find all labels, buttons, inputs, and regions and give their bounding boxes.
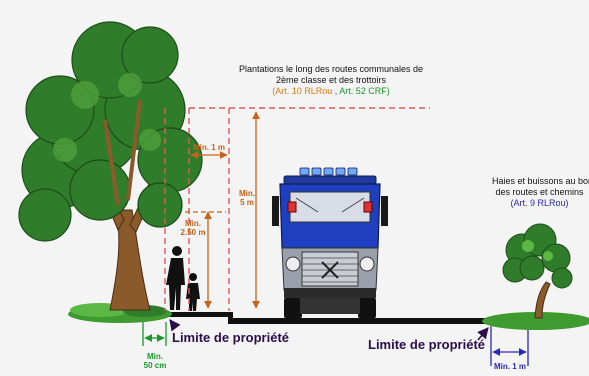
dimension-min-50cm bbox=[142, 322, 167, 346]
caption-right-line1: Haies et buissons au bor bbox=[492, 176, 589, 186]
truck-wheel-left bbox=[284, 298, 302, 318]
dimension-arrows bbox=[185, 111, 260, 309]
caption-right-ref: (Art. 9 RLRou) bbox=[510, 198, 569, 208]
pedestrians bbox=[166, 246, 200, 311]
truck bbox=[272, 167, 388, 318]
label-min-50cm-line1: Min. bbox=[147, 352, 163, 361]
road-surface bbox=[232, 318, 490, 324]
truck-windshield bbox=[289, 191, 371, 223]
truck-headlight-right bbox=[359, 256, 375, 272]
label-property-limit-right: Limite de propriété bbox=[368, 337, 486, 352]
label-min-50cm: Min. 50 cm bbox=[138, 352, 172, 370]
ref-sep: , bbox=[332, 86, 340, 96]
label-min-1m-top: Min. 1 m bbox=[192, 143, 225, 152]
label-min-50cm-line2: 50 cm bbox=[143, 361, 167, 370]
setback-dashed-lines bbox=[164, 107, 430, 311]
label-min-250-line1: Min. bbox=[185, 219, 201, 228]
truck-wheel-right bbox=[358, 298, 376, 318]
label-min-250: Min. 2.50 m bbox=[178, 219, 208, 237]
truck-mirror-right bbox=[363, 201, 373, 213]
tree-foliage bbox=[18, 21, 203, 242]
truck-headlight-left bbox=[285, 256, 301, 272]
caption-top-refs: (Art. 10 RLRou , Art. 52 CRF) bbox=[228, 86, 434, 97]
truck-side-mirror-left bbox=[272, 196, 279, 226]
label-min-5m-line1: Min. bbox=[239, 189, 255, 198]
truck-bumper bbox=[284, 288, 376, 298]
ref-open: ( bbox=[272, 86, 276, 96]
caption-top-line2: 2ème classe et des trottoirs bbox=[275, 75, 387, 85]
adult-silhouette bbox=[166, 246, 185, 310]
label-min-5m: Min. 5 m bbox=[236, 189, 258, 207]
sidewalk-edge bbox=[165, 312, 232, 317]
truck-roof-visor bbox=[283, 175, 377, 185]
ref-art52: Art. 52 CRF bbox=[339, 86, 387, 96]
caption-top: Plantations le long des routes communale… bbox=[228, 64, 434, 97]
label-min-1m-right: Min. 1 m bbox=[493, 362, 526, 371]
ground bbox=[165, 312, 490, 324]
ref-art10: Art. 10 RLRou bbox=[275, 86, 333, 96]
ref-close: ) bbox=[386, 86, 390, 96]
hedge-bush bbox=[482, 223, 589, 330]
truck-roof-lights bbox=[299, 167, 358, 176]
caption-top-line1: Plantations le long des routes communale… bbox=[238, 64, 424, 74]
label-min-250-line2: 2.50 m bbox=[180, 228, 206, 237]
large-tree bbox=[18, 21, 203, 311]
property-limit-arrows bbox=[169, 319, 489, 341]
child-silhouette bbox=[186, 273, 200, 311]
caption-right-line2: des routes et chemins bbox=[495, 187, 584, 197]
curb bbox=[228, 312, 233, 324]
truck-mirror-left bbox=[287, 201, 297, 213]
dimension-min-1m-right bbox=[490, 326, 529, 366]
caption-right: Haies et buissons au bor des routes et c… bbox=[490, 176, 589, 209]
truck-underbody bbox=[300, 298, 360, 314]
label-property-limit-left: Limite de propriété bbox=[172, 330, 290, 345]
truck-side-mirror-right bbox=[381, 196, 388, 226]
label-min-5m-line2: 5 m bbox=[240, 198, 254, 207]
